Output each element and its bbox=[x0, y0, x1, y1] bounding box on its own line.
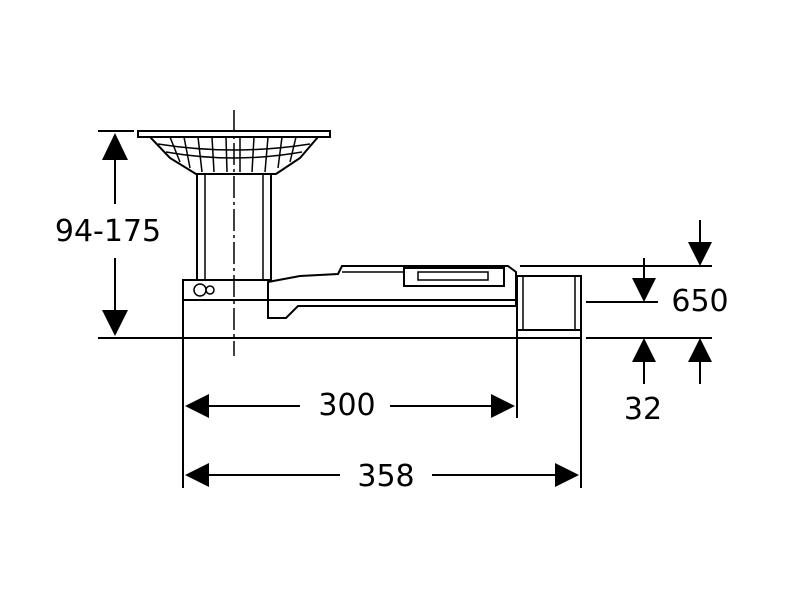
arrow-up-icon bbox=[688, 338, 712, 362]
arrow-left-icon bbox=[185, 463, 209, 487]
trap-body bbox=[182, 265, 518, 339]
arrow-down-icon bbox=[632, 278, 656, 302]
outlet-offset-label: 32 bbox=[624, 392, 662, 427]
height-range-label: 94-175 bbox=[55, 214, 161, 249]
outlet-dimensions: 650 32 bbox=[517, 220, 729, 427]
total-length-dimension: 358 bbox=[185, 330, 582, 494]
arrow-up-icon bbox=[632, 338, 656, 362]
height-range-dimension: 94-175 bbox=[55, 130, 183, 339]
arrow-right-icon bbox=[491, 394, 515, 418]
body-length-label: 300 bbox=[318, 388, 375, 423]
arrow-down-icon bbox=[688, 242, 712, 266]
arrow-up-icon bbox=[102, 133, 128, 160]
body-length-dimension: 300 bbox=[182, 338, 518, 488]
outlet-height-label: 650 bbox=[671, 284, 728, 319]
arrow-down-icon bbox=[102, 310, 128, 336]
outlet-spigot bbox=[516, 275, 582, 331]
arrow-left-icon bbox=[185, 394, 209, 418]
total-length-label: 358 bbox=[357, 459, 414, 494]
arrow-right-icon bbox=[555, 463, 579, 487]
